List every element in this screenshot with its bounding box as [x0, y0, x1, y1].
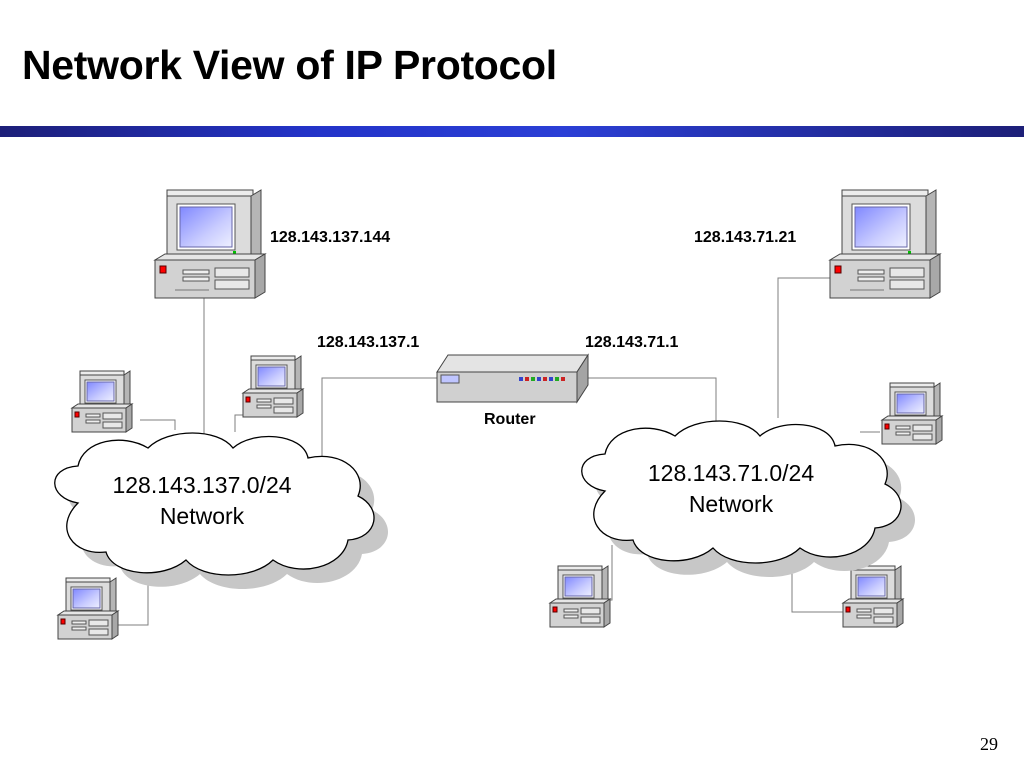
right-workstation-bottom-left [549, 565, 611, 628]
link-left-ws-bottom [118, 580, 149, 626]
right-network-label: Network [689, 491, 774, 517]
slide-title: Network View of IP Protocol [22, 42, 557, 88]
page-number: 29 [980, 734, 998, 754]
right-network-address: 128.143.71.0/24 [648, 460, 814, 486]
left-server-ip: 128.143.137.144 [270, 229, 390, 246]
router-right-ip: 128.143.71.1 [585, 334, 679, 351]
link-left-ws-right [234, 414, 250, 432]
right-workstation-top [881, 382, 943, 445]
left-network-label: Network [160, 503, 245, 529]
link-left-router [321, 377, 440, 460]
network-links [118, 277, 880, 626]
left-workstation-right [242, 355, 304, 418]
left-network-address: 128.143.137.0/24 [112, 472, 291, 498]
router-left-ip: 128.143.137.1 [317, 334, 419, 351]
left-workstation-bottom [57, 577, 119, 640]
router-label: Router [484, 411, 536, 428]
right-server-ip: 128.143.71.21 [694, 229, 796, 246]
title-rule [0, 126, 1024, 137]
link-right-router [585, 377, 717, 425]
left-server-computer [154, 189, 266, 299]
link-left-ws-top [140, 419, 176, 430]
router-port-leds [519, 377, 565, 381]
left-workstation-top [71, 370, 133, 433]
right-server-computer [829, 189, 941, 299]
right-workstation-bottom-right [842, 565, 904, 628]
router-device [436, 353, 589, 404]
link-right-ws-br [791, 560, 845, 613]
link-right-server [777, 277, 842, 418]
